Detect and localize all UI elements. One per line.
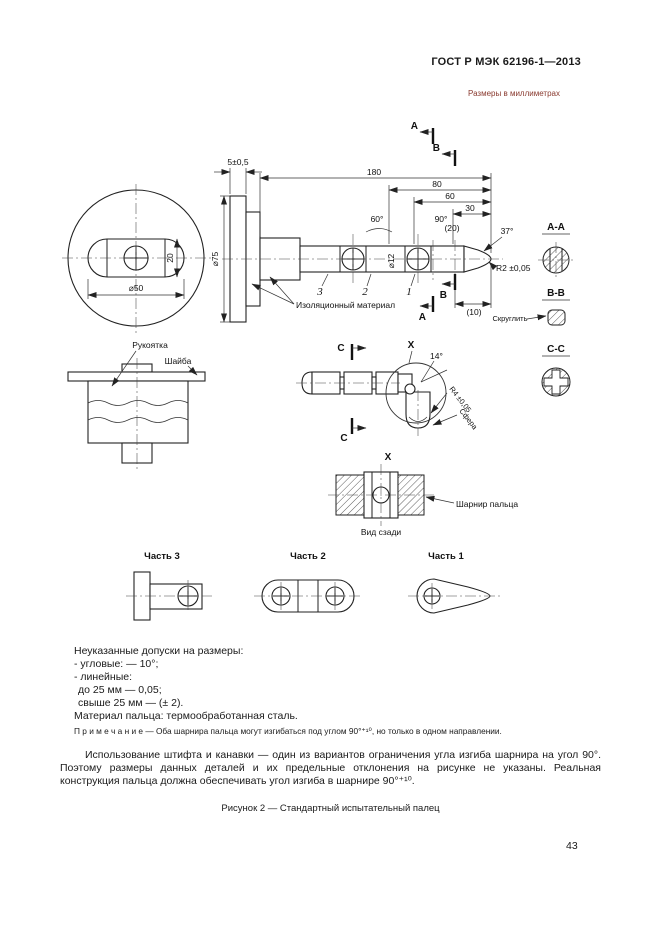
sphere-label: Сфера xyxy=(457,407,479,432)
break-line xyxy=(87,400,189,406)
detail-title: X xyxy=(385,452,392,463)
break-line xyxy=(87,417,189,423)
dim-plate-thickness: 5±0,5 xyxy=(227,157,248,167)
part-ref-2: 2 xyxy=(362,286,368,298)
tolerance-intro: Неуказанные допуски на размеры: xyxy=(74,645,244,657)
washer-label: Шайба xyxy=(165,356,192,366)
section-views: А-А В-В Скруглить С-С xyxy=(492,222,574,397)
dim-total-length: 180 xyxy=(367,167,381,177)
body-paragraph: Использование штифта и канавки — один из… xyxy=(60,749,601,788)
part-ref-3: 3 xyxy=(316,286,323,298)
dim-bar-width: ⌀50 xyxy=(129,283,144,293)
section-bb-cut xyxy=(547,309,566,326)
detail-x-circle xyxy=(385,362,447,424)
page-number: 43 xyxy=(566,840,578,852)
joint-label: Шарнир пальца xyxy=(456,499,518,509)
centerlines xyxy=(62,184,212,334)
part1-caption: Часть 1 xyxy=(428,551,464,562)
remark-note: П р и м е ч а н и е — Оба шарнира пальца… xyxy=(74,726,502,736)
part3-caption: Часть 3 xyxy=(144,551,180,562)
section-title-cc: С-С xyxy=(547,344,565,355)
part2-caption: Часть 2 xyxy=(290,551,326,562)
tolerance-item: свыше 25 мм — (± 2). xyxy=(78,697,184,709)
section-title-aa: А-А xyxy=(547,222,565,233)
handle-label: Рукоятка xyxy=(132,340,168,350)
tolerance-item: до 25 мм — 0,05; xyxy=(78,684,162,696)
angle-joint1: 60° xyxy=(371,214,384,224)
dim-30: 30 xyxy=(465,203,475,213)
technical-drawing: 20 ⌀50 xyxy=(62,121,574,621)
tolerance-notes: Неуказанные допуски на размеры: - угловы… xyxy=(74,645,579,737)
section-letter-c-top: С xyxy=(337,343,344,354)
dim-finger-length: 80 xyxy=(432,179,442,189)
tolerance-item: - линейные: xyxy=(74,671,133,683)
centerlines xyxy=(222,234,503,286)
round-off-note: Скруглить xyxy=(492,314,527,323)
part-ref-1: 1 xyxy=(406,286,412,298)
insulating-material-label: Изоляционный материал xyxy=(296,300,395,310)
side-view: 5±0,5 ⌀75 180 80 60 30 (20) 60° 90° 37° … xyxy=(210,121,531,323)
dim-60: 60 xyxy=(445,191,455,201)
dimensions xyxy=(214,168,503,323)
bent-finger-view: С С X 14° R4 ±0,05 Сфера xyxy=(296,340,480,444)
rear-view-label: Вид сзади xyxy=(361,527,402,537)
handle-view: Рукоятка Шайба xyxy=(67,340,206,470)
detail-x-view: X Шарнир пальца Вид сзади xyxy=(328,452,518,537)
section-letter-c-bottom: С xyxy=(340,433,347,444)
dimensions xyxy=(87,238,185,299)
angle-joint2: 90° xyxy=(435,214,448,224)
units-note: Размеры в миллиметрах xyxy=(468,89,560,98)
joint-pin xyxy=(404,383,416,395)
dim-tip-radius: R2 ±0,05 xyxy=(496,263,531,273)
section-cut-marks xyxy=(350,344,367,434)
material-note: Материал пальца: термообработанная сталь… xyxy=(74,710,298,722)
screw-recess-cross xyxy=(543,369,569,395)
detail-x-ref: X xyxy=(408,340,415,351)
dim-b-offset: (10) xyxy=(466,307,481,317)
dim-bar-thickness: 20 xyxy=(165,253,175,263)
sphere-arc xyxy=(408,416,428,422)
section-letter-b-bottom: В xyxy=(440,290,447,301)
angle-14: 14° xyxy=(430,351,443,361)
dim-plate-diameter: ⌀75 xyxy=(210,251,220,266)
handle-body xyxy=(87,380,189,444)
section-letter-b-top: В xyxy=(433,143,440,154)
section-title-bb: В-В xyxy=(547,288,565,299)
doc-number: ГОСТ Р МЭК 62196-1—2013 xyxy=(431,56,581,68)
parts-row: Часть 3 Часть 2 Часть 1 xyxy=(126,551,500,621)
dim-tip-segment: (20) xyxy=(444,223,459,233)
section-letter-a-bottom: А xyxy=(419,312,426,323)
section-letter-a-top: А xyxy=(411,121,418,132)
figure-caption: Рисунок 2 — Стандартный испытательный па… xyxy=(221,803,440,814)
section-cut-marks xyxy=(419,128,457,312)
front-view: 20 ⌀50 xyxy=(62,184,212,334)
tolerance-item: - угловые: — 10°; xyxy=(74,658,159,670)
angle-tip: 37° xyxy=(501,226,514,236)
dim-finger-diameter: ⌀12 xyxy=(386,253,396,268)
washer-plate xyxy=(67,371,206,382)
